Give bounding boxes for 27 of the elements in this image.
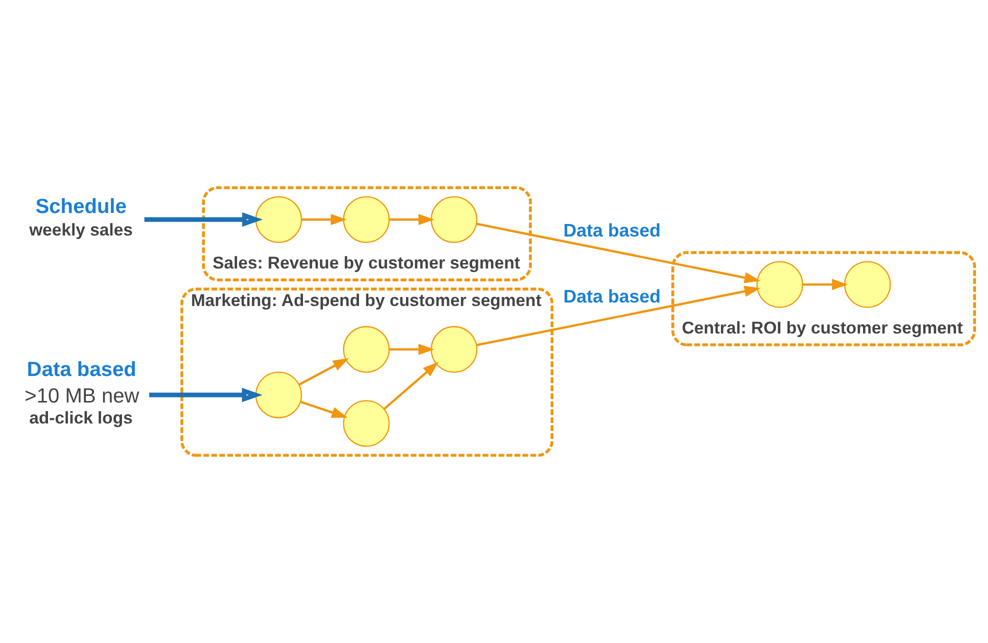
arrow	[300, 400, 348, 418]
arrow	[802, 278, 848, 290]
node-circle	[430, 326, 477, 373]
arrow	[389, 214, 434, 226]
edge-label: Data based	[562, 220, 660, 240]
node-text: Data based >10 MB new ad-click logs	[24, 358, 139, 428]
node-circle	[430, 196, 477, 243]
cluster: Marketing: Ad-spend by customer segment	[180, 288, 553, 457]
arrow	[476, 222, 760, 284]
node-circle	[254, 196, 302, 243]
node-text: Schedule weekly sales	[28, 195, 132, 240]
arrow	[389, 344, 434, 355]
arrow	[148, 388, 262, 402]
arrow	[476, 286, 760, 346]
node-circle	[342, 196, 390, 243]
cluster: Sales: Revenue by customer segment	[202, 186, 532, 282]
node-circle	[254, 372, 302, 418]
edge-label: Data based	[562, 286, 660, 306]
node-circle	[342, 326, 390, 373]
arrow	[298, 358, 348, 386]
node-circle	[844, 261, 890, 308]
node-circle	[756, 261, 803, 308]
arrow	[144, 212, 262, 227]
arrow	[301, 214, 346, 226]
node-circle	[342, 400, 390, 447]
cluster: Central: ROI by customer segment	[670, 251, 976, 346]
arrow	[383, 362, 438, 410]
